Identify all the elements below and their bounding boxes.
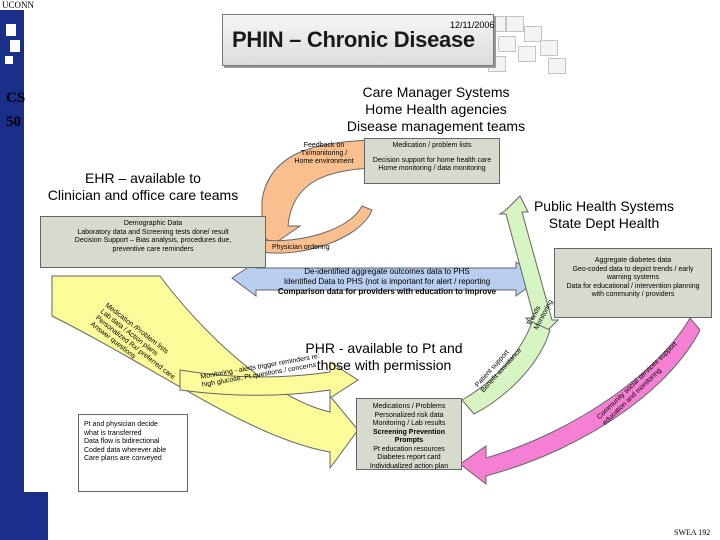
care-manager-box: Medication / problem lists Decision supp… [364,138,500,184]
yellow-arrow [51,275,359,470]
ehr-box-line: Demographic Data [123,220,183,227]
public-health-heading-line: Public Health Systems [533,198,675,214]
header-title-box [222,14,494,66]
public-health-box-line: Aggregate diabetes data [594,257,672,264]
feedback-label: Feedback on Tx/monitoring / Home environ… [290,142,358,166]
phr-box: Medications / Problems Personalized risk… [356,398,462,470]
phr-box-line: Diabetes report card [377,454,441,461]
green-lower-arrow [461,321,551,415]
green-double-arrow [498,195,560,337]
orange-return-arrow [261,205,373,254]
side-label-cs: CS [6,90,26,106]
side-label-number: 50 [6,114,21,130]
public-health-box-line: Data for educational / intervention plan… [566,282,700,290]
phr-heading: PHR - available to Pt and those with per… [286,340,482,374]
feedback-label-line: Home environment [294,158,354,165]
notes-line: Pt and physician decide [84,421,158,428]
aggregate-arrow-line: Comparison data for providers with educa… [277,287,497,296]
care-manager-heading-line: Disease management teams [346,118,526,134]
ehr-heading-line: Clinician and office care teams [47,187,239,203]
care-manager-heading: Care Manager Systems Home Health agencie… [336,84,536,135]
ehr-box-line: Laboratory data and Screening tests done… [77,228,229,236]
feedback-label-line: Feedback on [303,142,345,149]
pink-arrow [459,317,701,486]
feedback-label-line: Tx/monitoring / [300,150,348,157]
left-stripe [0,10,24,540]
notes-line: Coded data wherever able [84,446,167,454]
header-date: 12/11/2006 [450,20,495,30]
left-white-strip [24,0,46,492]
ehr-box: Demographic Data Laboratory data and Scr… [40,216,266,268]
notes-box: Pt and physician decide what is transfer… [78,414,188,492]
slide-footer-code: SWEA 192 [674,528,711,537]
care-manager-box-line: Medication / problem lists [392,142,472,149]
care-manager-heading-line: Care Manager Systems [362,84,510,100]
notes-line: what is transferred [84,429,142,437]
uconn-badge-icon [2,10,24,72]
physician-ordering-label: Physician ordering [272,244,330,251]
ehr-heading-line: EHR – available to [85,170,201,186]
ehr-box-line: Decision Support – Bias analysis, proced… [74,237,232,244]
phr-box-line: Monitoring / Lab results [372,420,446,427]
public-health-box-line: with community / providers [591,291,675,298]
care-manager-heading-line: Home Health agencies [365,101,507,117]
phr-box-line: Pt education resources [373,445,445,453]
public-health-box: Aggregate diabetes data Geo-coded data t… [554,248,712,318]
public-health-box-line: Geo-coded data to depict trends / early [572,265,694,273]
aggregate-arrow-label: De-identified aggregate outcomes data to… [256,267,518,297]
notes-line: Care plans are conveyed [84,455,162,462]
public-health-heading-line: State Dept Health [548,215,660,231]
yellow-monitoring-arrow [179,361,359,399]
phr-box-line: Medications / Problems [372,403,446,410]
phr-heading-line: those with permission [316,357,452,373]
phr-box-line: Personalized risk data [374,411,444,419]
phr-box-line: Screening Prevention Prompts [373,428,445,445]
care-manager-box-line: Home monitoring / data monitoring [378,165,486,172]
ehr-heading: EHR – available to Clinician and office … [26,170,260,204]
left-bottom-block [0,492,48,540]
aggregate-arrow-line: De-identified aggregate outcomes data to… [304,267,470,276]
aggregate-arrow-line: Identified Data to PHS (not is important… [283,277,491,286]
ehr-box-line: preventive care reminders [112,245,194,253]
phr-box-line: Individualized action plan [369,462,449,470]
notes-line: Data flow is bidirectional [84,438,160,445]
public-health-box-line: warning systems [606,274,660,281]
phr-heading-line: PHR - available to Pt and [305,340,463,356]
uconn-logo-text: UCONN [2,0,35,10]
page-title: PHIN – Chronic Disease [232,27,475,52]
care-manager-box-line: Decision support for home health care [372,156,492,164]
public-health-heading: Public Health Systems State Dept Health [516,198,692,232]
